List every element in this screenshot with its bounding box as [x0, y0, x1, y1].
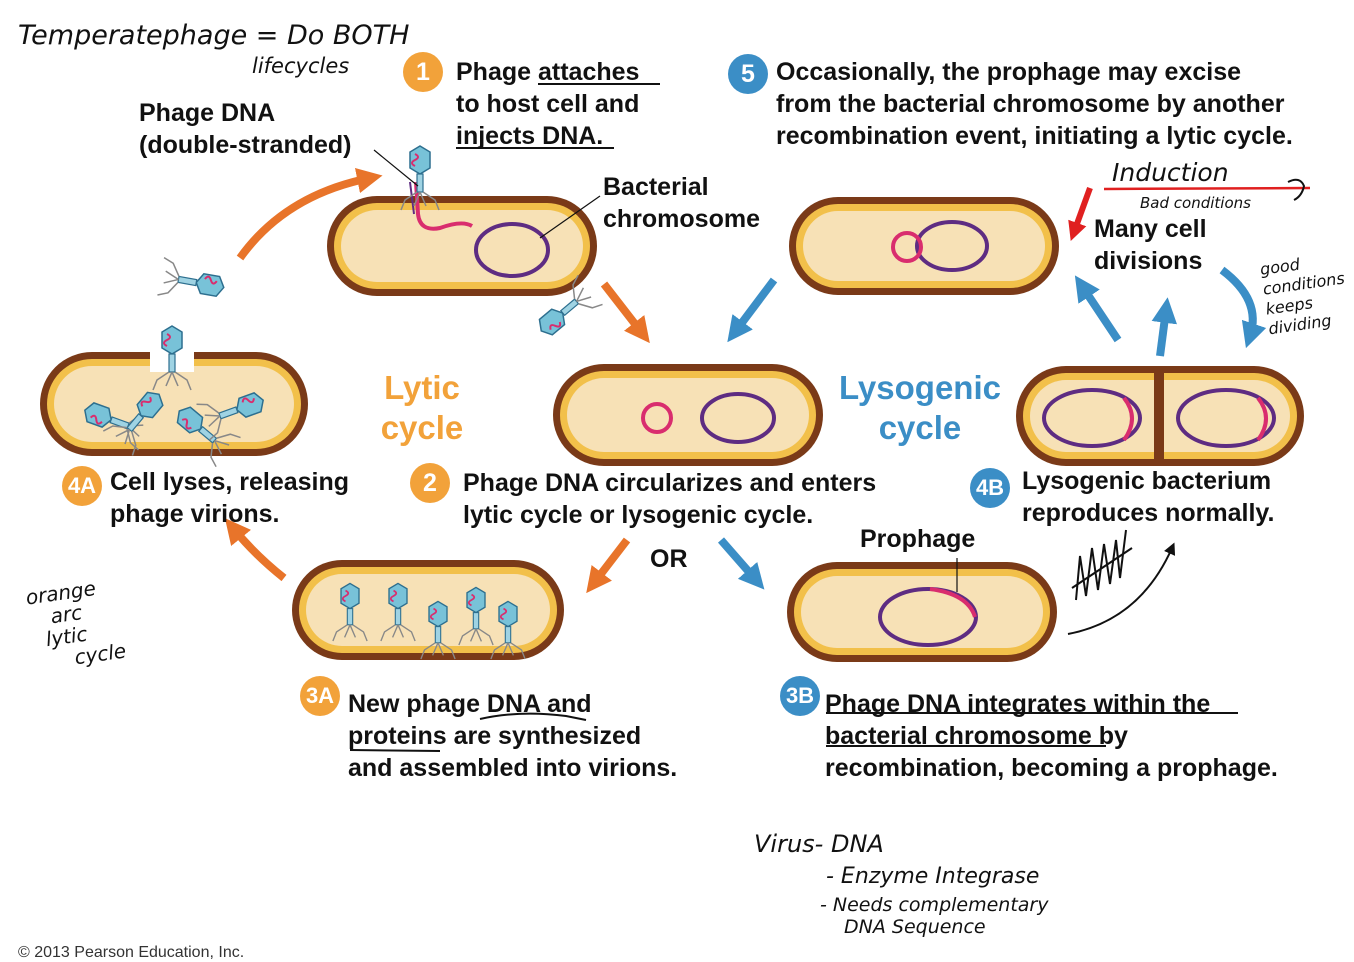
note-bad-conditions: Bad conditions	[1140, 194, 1251, 212]
badge-step-3a: 3A	[300, 676, 340, 716]
badge-step-1: 1	[403, 52, 443, 92]
note-orange-arc: orange arc lytic cycle	[24, 574, 127, 674]
step-3b-keyword: bacterial chromosome	[825, 722, 1092, 750]
note-dna-sequence: DNA Sequence	[844, 916, 986, 938]
copyright: © 2013 Pearson Education, Inc.	[18, 944, 245, 961]
step-5-line: from the bacterial chromosome by another	[776, 90, 1285, 118]
lysogenic-arrows	[717, 266, 1267, 590]
badge-step-2: 2	[410, 463, 450, 503]
note-induction: Induction	[1112, 158, 1229, 187]
note-virus-dna: Virus- DNA	[754, 830, 884, 858]
step-3a-line: and assembled into virions.	[348, 754, 678, 782]
step-3b-text: Phage DNA integrates within the bacteria…	[825, 688, 1278, 784]
step-3b-line: Phage DNA integrates within the	[825, 690, 1211, 718]
badge-step-4b: 4B	[970, 468, 1010, 508]
step-5-text: Occasionally, the prophage may excise fr…	[776, 56, 1293, 152]
phage-dna-pointer	[373, 149, 419, 187]
step-4b-line: Lysogenic bacterium	[1022, 467, 1272, 495]
step-4b-text: Lysogenic bacterium reproduces normally.	[1022, 465, 1274, 529]
cell-circularized	[553, 364, 823, 466]
lytic-title-line: cycle	[380, 409, 464, 446]
step-4a-line: Cell lyses, releasing	[110, 468, 350, 496]
step-2-text: Phage DNA circularizes and enters lytic …	[463, 467, 876, 531]
cell-excision	[789, 197, 1059, 295]
badge-step-4a: 4A	[62, 466, 102, 506]
text-underlines	[349, 83, 1238, 752]
label-or: OR	[650, 545, 688, 573]
step-5-line: Occasionally, the prophage may excise	[776, 58, 1242, 86]
step-3b-line: by	[1091, 722, 1128, 750]
chromosome-pointer	[539, 195, 601, 239]
step-2-line: Phage DNA circularizes and enters	[463, 469, 877, 497]
lysogenic-cycle-title: Lysogenic cycle	[822, 368, 1018, 448]
step-4a-line: phage virions.	[110, 500, 280, 528]
label-bacterial: Bacterial	[603, 173, 709, 201]
step-5-line: recombination event, initiating a lytic …	[776, 122, 1293, 150]
step-1-text: Phage attaches to host cell and injects …	[456, 56, 639, 152]
cell-infected	[327, 181, 597, 296]
step-1-line: to host cell and	[456, 90, 640, 118]
step-3a-text: New phage DNA and proteins are synthesiz…	[348, 688, 677, 784]
step-1-line: Phage	[456, 58, 538, 86]
lytic-title-line: Lytic	[384, 369, 460, 406]
step-3b-line: recombination, becoming a prophage.	[825, 754, 1278, 782]
scribble	[1071, 529, 1133, 601]
step-3a-line: New phage DNA and	[348, 690, 592, 718]
step-1-line: injects DNA.	[456, 122, 604, 150]
label-divisions: divisions	[1094, 247, 1203, 275]
badge-step-3b: 3B	[780, 676, 820, 716]
lytic-arrows	[224, 167, 650, 594]
step-2-line: lytic cycle or lysogenic cycle.	[463, 501, 814, 529]
note-good-conditions: good conditions keeps dividing	[1259, 249, 1352, 340]
handwritten-arrow	[1067, 542, 1176, 635]
step-4a-text: Cell lyses, releasing phage virions.	[110, 466, 349, 530]
cell-dividing	[1016, 366, 1304, 466]
label-many-cell: Many cell	[1094, 215, 1207, 243]
step-4b-line: reproduces normally.	[1022, 499, 1275, 527]
lytic-cycle-title: Lytic cycle	[362, 368, 482, 448]
badge-step-5: 5	[728, 54, 768, 94]
lysogenic-title-line: cycle	[878, 409, 962, 446]
label-double-stranded: (double-stranded)	[139, 131, 352, 159]
induction-arrow	[1068, 186, 1093, 242]
note-needs: - Needs complementary	[820, 894, 1049, 916]
label-prophage: Prophage	[860, 525, 976, 553]
label-phage-dna: Phage DNA	[139, 99, 276, 127]
label-chromosome: chromosome	[603, 205, 760, 233]
free-phage	[156, 256, 229, 308]
step-3a-line: proteins are synthesized	[348, 722, 642, 750]
lysogenic-title-line: Lysogenic	[839, 369, 1001, 406]
note-enzyme: - Enzyme Integrase	[826, 864, 1040, 889]
cell-assembling	[292, 560, 564, 660]
induction-hook	[1287, 178, 1306, 201]
step-1-keyword: attaches	[537, 58, 640, 86]
cell-prophage	[787, 558, 1057, 662]
induction-underline	[1103, 186, 1311, 191]
note-lifecycles: lifecycles	[252, 54, 350, 78]
note-temperate: Temperatephage = Do BOTH	[18, 20, 410, 51]
